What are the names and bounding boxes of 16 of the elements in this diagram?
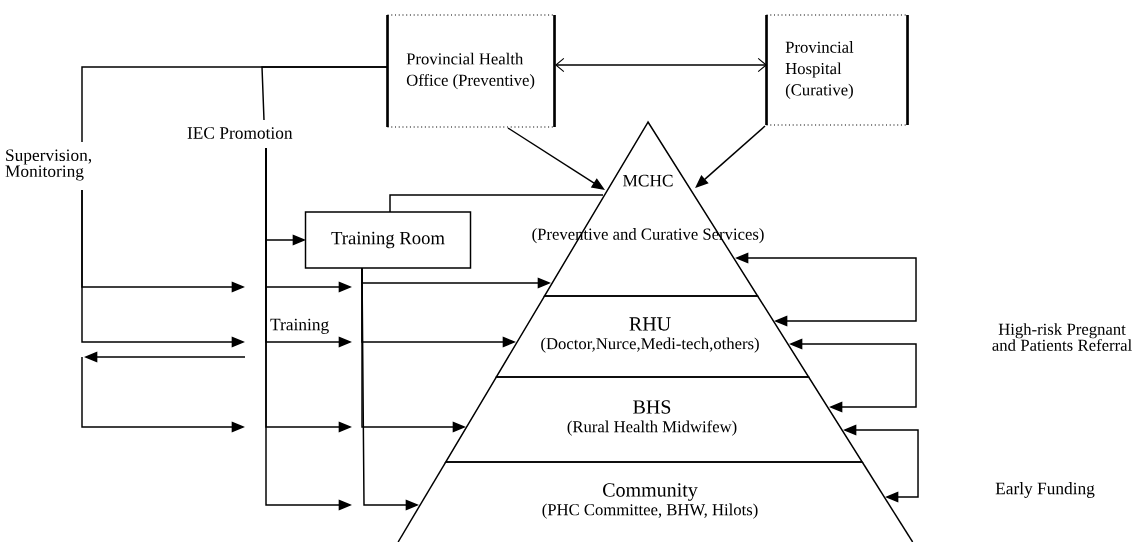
side-label: High-risk Pregnant and Patients Referral	[992, 323, 1132, 351]
pyramid-level: Community (PHC Committee, BHW, Hilots)	[397, 461, 914, 542]
arrow	[507, 127, 605, 190]
arrow	[695, 125, 766, 188]
office-box: Provincial Hospital (Curative)	[765, 14, 909, 126]
function-label: IEC Promotion	[187, 127, 293, 139]
office-box: Provincial Health Office (Preventive)	[386, 14, 556, 128]
pyramid-level: BHS (Rural Health Midwifew)	[444, 376, 864, 463]
pyramid-level: RHU (Doctor,Nurce,Medi-tech,others)	[495, 295, 810, 378]
function-label: Supervision, Monitoring	[5, 149, 92, 181]
arrow	[555, 57, 767, 73]
connector-line	[261, 66, 389, 121]
edge-label: Training	[268, 317, 331, 336]
side-label: Early Funding	[995, 482, 1095, 498]
training-room-box: Training Room	[304, 211, 472, 269]
connector-line	[389, 194, 604, 213]
